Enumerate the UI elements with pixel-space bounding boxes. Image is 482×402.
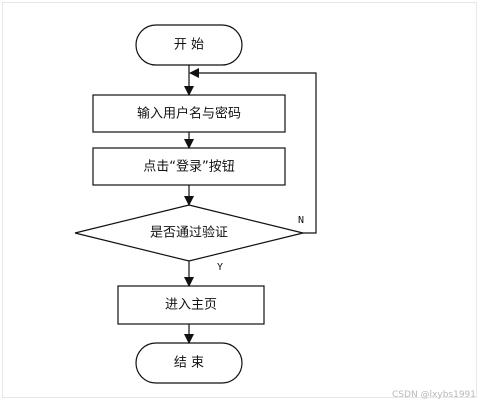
no-loop-arrow [189,68,317,234]
watermark-text: CSDN @lxybs1991 [392,390,476,400]
no-branch-label: N [298,215,304,226]
enter-label: 进入主页 [165,298,217,313]
end-label: 结 束 [174,356,204,371]
click-node: 点击“登录”按钮 [92,147,286,186]
yes-branch-label: Y [217,262,223,273]
input-label: 输入用户名与密码 [137,106,241,122]
input-node: 输入用户名与密码 [92,94,286,133]
decision-node: 是否通过验证 [74,204,304,262]
start-label: 开 始 [174,38,204,53]
click-label: 点击“登录”按钮 [143,160,234,175]
start-node: 开 始 [135,24,243,66]
enter-node: 进入主页 [117,285,265,325]
decision-label: 是否通过验证 [150,225,228,241]
end-node: 结 束 [135,342,243,384]
diagram-frame [2,2,477,398]
connectors [184,65,317,344]
